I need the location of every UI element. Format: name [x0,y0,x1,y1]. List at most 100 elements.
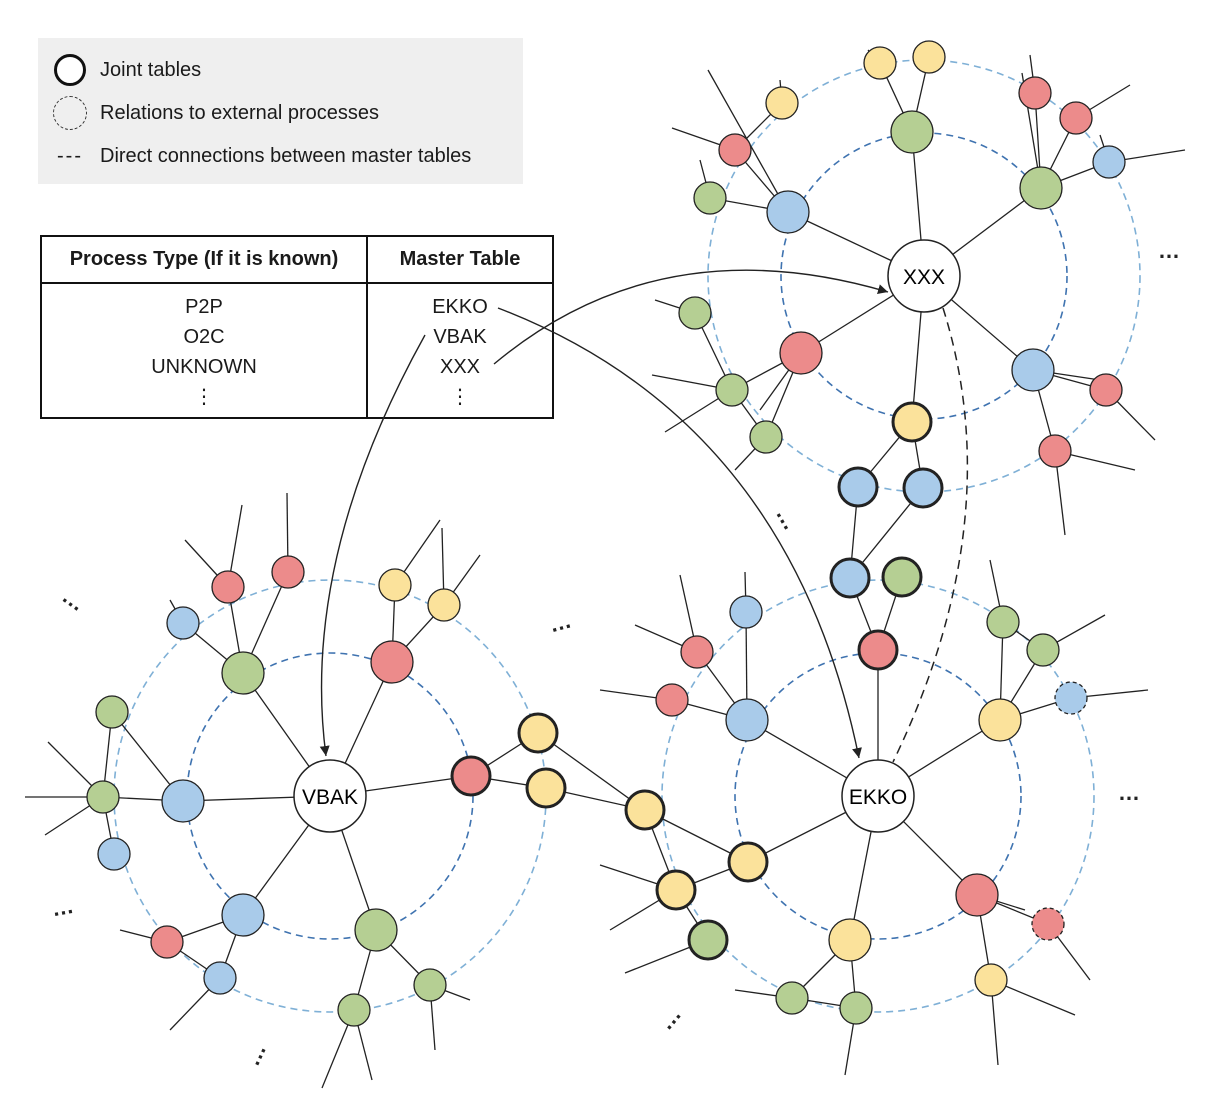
blue-node [1011,348,1055,392]
master-table-cell: VBAK [433,326,487,348]
red-node [271,555,305,589]
legend-item-external: Relations to external processes [50,93,379,133]
red-node [211,570,245,604]
green-node [749,420,783,454]
red-node [1089,373,1123,407]
red-node [718,133,752,167]
process-type-cell: P2P [185,296,223,318]
external-relation-icon [50,93,90,133]
edge [537,732,646,811]
yellow-node [828,918,872,962]
ellipsis-marker: … [1158,238,1180,263]
joint-table-node [829,557,871,599]
green-node [86,780,120,814]
master-table-cell: XXX [439,356,481,378]
legend-label-direct: Direct connections between master tables [100,144,472,167]
cluster-rings [113,59,1141,1013]
process-type-cell: ⋮ [194,386,214,408]
joint-table-node [881,556,923,598]
master-table-cell: ⋮ [450,386,470,408]
master-node-ekko[interactable]: EKKO [841,759,915,833]
legend-item-direct: --- Direct connections between master ta… [50,136,471,176]
green-node [839,991,873,1025]
green-node [413,968,447,1002]
edges [25,49,1186,1089]
master-node-vbak[interactable]: VBAK [293,759,367,833]
yellow-node [863,46,897,80]
red-node [370,640,414,684]
header-process-type: Process Type (If it is known) [40,236,368,284]
joint-table-node [727,841,769,883]
green-node [354,908,398,952]
green-node [337,993,371,1027]
dashed-line-icon: --- [57,144,83,167]
external-relation-node [1054,681,1088,715]
blue-node [1092,145,1126,179]
yellow-node [378,568,412,602]
process-master-table: Process Type (If it is known) Master Tab… [40,235,554,419]
joint-table-node [902,467,944,509]
ellipsis-marker: … [50,893,76,921]
joint-table-node [891,401,933,443]
green-node [678,296,712,330]
master-node-xxx[interactable]: XXX [887,239,961,313]
ellipsis-marker: … [653,1002,686,1035]
master-label-vbak: VBAK [302,786,358,809]
direct-connection-line [892,307,969,763]
red-node [150,925,184,959]
legend-item-joint: Joint tables [50,50,201,90]
red-node [680,635,714,669]
blue-node [161,779,205,823]
blue-node [725,698,769,742]
green-node [715,373,749,407]
process-type-cell: UNKNOWN [151,356,257,378]
legend-label-external: Relations to external processes [100,101,380,124]
ellipsis-marker: … [1118,780,1140,805]
green-node [775,981,809,1015]
arrow-xxx [493,269,889,365]
legend: Joint tables Relations to external proce… [38,38,523,184]
process-type-cell: O2C [183,326,225,348]
green-node [986,605,1020,639]
ellipsis-marker: … [239,1039,271,1070]
joint-table-node [687,919,729,961]
green-node [1019,166,1063,210]
blue-node [221,893,265,937]
green-node [221,651,265,695]
blue-node [203,961,237,995]
master-table-cell: EKKO [432,296,488,318]
master-label-ekko: EKKO [849,786,907,809]
process-type-column: P2P O2C UNKNOWN ⋮ [40,283,368,418]
yellow-node [765,86,799,120]
ellipsis-marker: … [546,607,574,637]
yellow-node [978,698,1022,742]
yellow-node [912,40,946,74]
blue-node [166,606,200,640]
joint-table-icon [50,50,90,90]
yellow-node [427,588,461,622]
joint-table-node [525,767,567,809]
blue-node [97,837,131,871]
joint-table-node [517,712,559,754]
arrow-vbak [319,334,426,757]
green-node [693,181,727,215]
master-label-xxx: XXX [903,266,945,289]
red-node [655,683,689,717]
ellipsis-marker: … [58,583,90,616]
joint-table-node [837,466,879,508]
external-relation-node [1031,907,1065,941]
outer-ring [661,579,1095,1013]
joint-table-node [655,869,697,911]
master-nodes: VBAK EKKO XXX [293,239,961,833]
green-node [890,110,934,154]
ellipsis-marker: … [771,503,804,535]
joint-table-node [624,789,666,831]
yellow-node [974,963,1008,997]
blue-node [729,595,763,629]
green-node [95,695,129,729]
nodes [86,40,1126,1027]
joint-table-node [857,629,899,671]
red-node [1018,76,1052,110]
header-master-table: Master Table [366,236,554,284]
